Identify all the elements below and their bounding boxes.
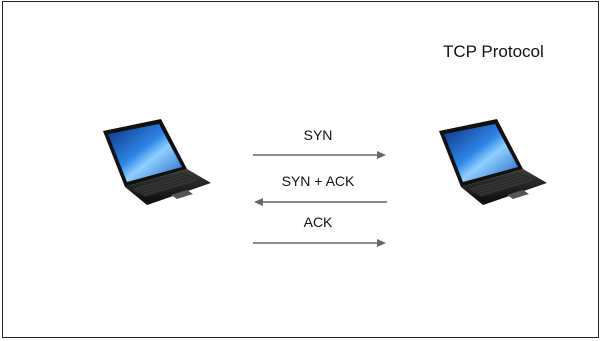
slide: TCP Protocol xyxy=(2,1,599,338)
server-laptop-icon xyxy=(427,117,549,207)
client-laptop-icon xyxy=(91,117,213,207)
ack-arrow xyxy=(253,239,386,247)
diagram-title: TCP Protocol xyxy=(443,42,544,61)
syn-ack-label: SYN + ACK xyxy=(281,173,355,189)
syn-ack-arrow xyxy=(254,198,387,206)
syn-arrow xyxy=(253,151,386,159)
syn-label: SYN xyxy=(303,127,333,143)
ack-label: ACK xyxy=(303,214,333,230)
